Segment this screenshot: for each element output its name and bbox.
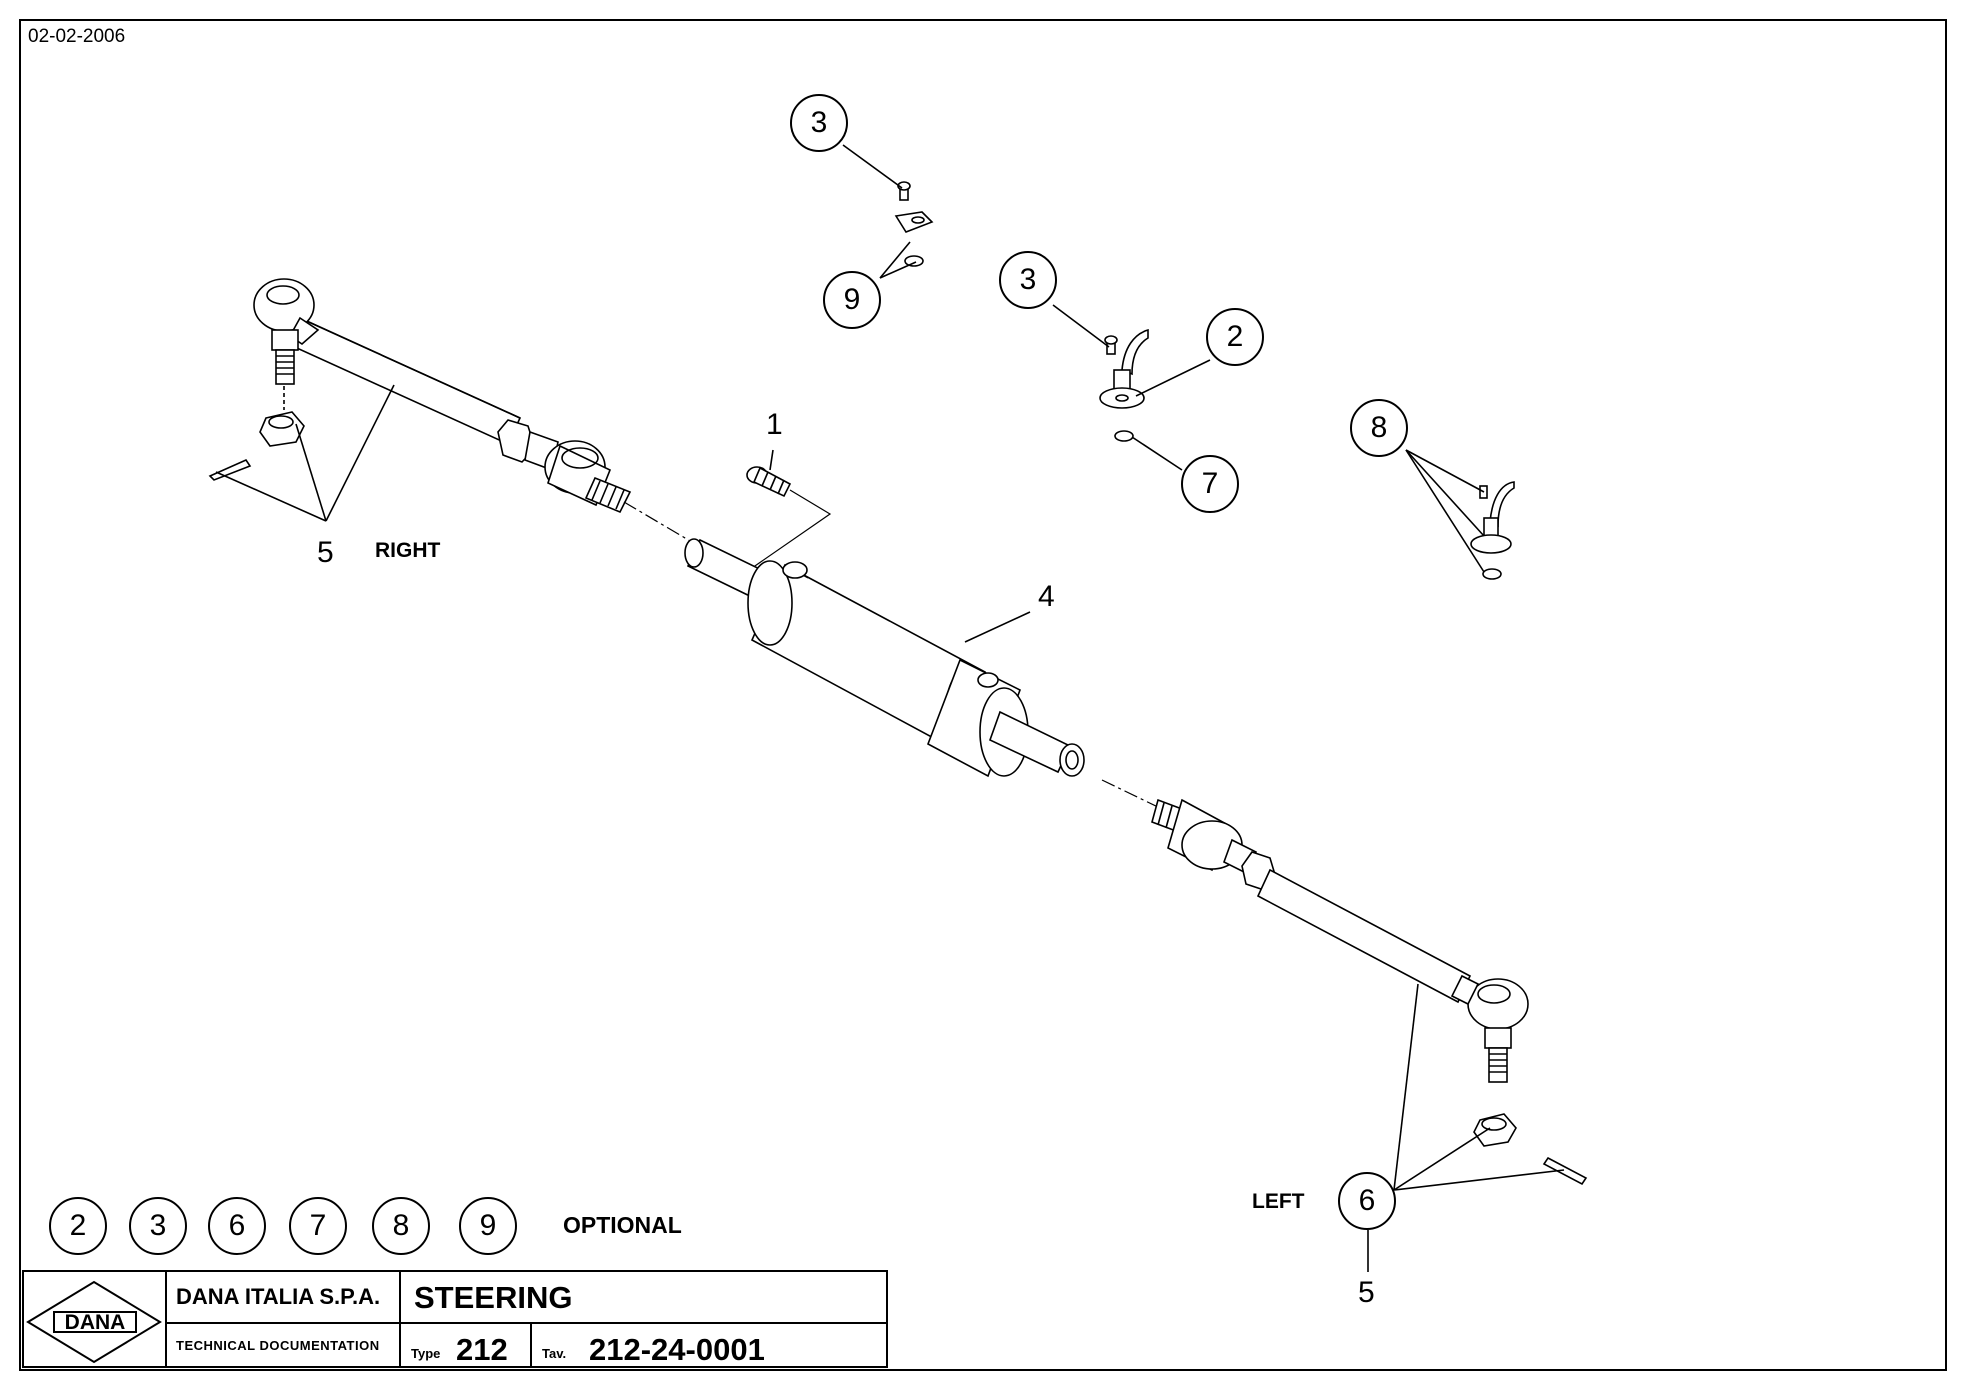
dana-logo: DANA [24,1272,167,1366]
sheet-border [19,19,1947,1371]
title-block: DANA DANA ITALIA S.P.A. TECHNICAL DOCUME… [22,1270,888,1368]
callout-3-top: 3 [790,94,848,152]
sensor-assembly-2 [1099,328,1149,442]
tav-label: Tav. [542,1346,567,1361]
type-label: Type [411,1346,441,1361]
drawing-title: STEERING [414,1280,573,1315]
tav-value: 212-24-0001 [589,1332,765,1367]
optional-item-9: 9 [459,1197,517,1255]
grease-fitting-9 [894,181,934,267]
callout-6: 6 [1338,1172,1396,1230]
optional-item-8: 8 [372,1197,430,1255]
documentation-label: TECHNICAL DOCUMENTATION [176,1338,380,1353]
optional-item-7: 7 [289,1197,347,1255]
part-number-4: 4 [1038,580,1055,613]
sensor-assembly-8 [1470,481,1515,580]
screw-part-1 [746,466,832,569]
type-value: 212 [456,1332,508,1367]
drawing-date: 02-02-2006 [28,26,126,47]
optional-item-3: 3 [129,1197,187,1255]
part-number-5-right: 5 [317,536,334,569]
callout-9: 9 [823,271,881,329]
callout-2: 2 [1206,308,1264,366]
callout-8: 8 [1350,399,1408,457]
callout-3-sensor: 3 [999,251,1057,309]
optional-item-6: 6 [208,1197,266,1255]
callout-7: 7 [1181,455,1239,513]
right-side-label: RIGHT [375,539,441,562]
left-tie-rod [1151,798,1588,1186]
company-name: DANA ITALIA S.P.A. [176,1284,381,1309]
right-tie-rod [208,278,632,514]
logo-text: DANA [65,1311,126,1334]
optional-label: OPTIONAL [563,1212,682,1238]
optional-item-2: 2 [49,1197,107,1255]
steering-cylinder [684,538,1085,778]
part-number-1: 1 [766,408,783,441]
leader-lines [215,144,1565,1272]
left-side-label: LEFT [1252,1190,1305,1213]
part-number-5-left: 5 [1358,1276,1375,1309]
